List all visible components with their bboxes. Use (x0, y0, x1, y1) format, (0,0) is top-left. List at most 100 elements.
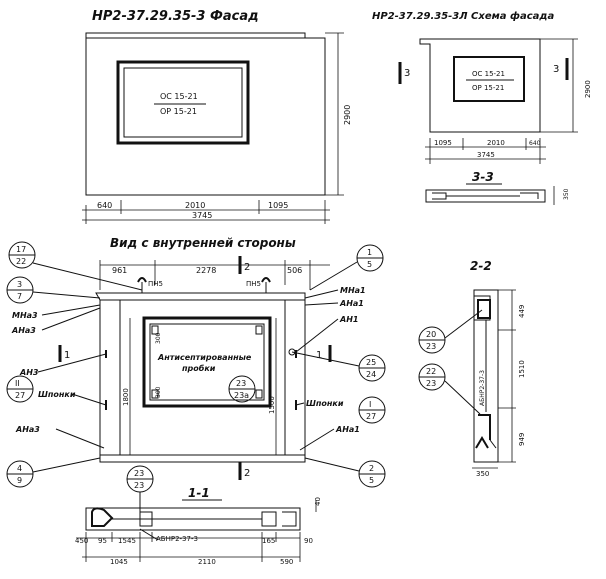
facade-height-dim: 2900 (343, 105, 352, 125)
svg-text:5: 5 (367, 260, 372, 269)
svg-text:27: 27 (366, 412, 376, 421)
inner-dim-open-top: 300 (155, 332, 162, 344)
callout-II-27: II 27 (6, 375, 34, 403)
s11-dim-2110: 2110 (198, 558, 216, 566)
inner-mark-1-left: 1 (64, 350, 70, 361)
svg-text:3: 3 (17, 280, 22, 289)
section-2-2-dim-width: 350 (476, 470, 489, 478)
svg-text:22: 22 (426, 367, 436, 376)
s11-dim-40: 40 (314, 497, 322, 506)
callout-1-5: 1 5 (309, 244, 384, 291)
facade-dim-left: 640 (97, 201, 112, 210)
section-2-2-tag: АБНР2-37-3 (479, 370, 486, 406)
scheme-dim-right: 640 (529, 140, 541, 147)
facade-view: ОС 15-21 ОР 15-21 (85, 32, 326, 196)
facade-dim-total: 3745 (192, 211, 212, 220)
svg-text:I: I (369, 400, 371, 409)
antiseptic-label: Антисептированные (157, 353, 252, 362)
svg-text:23: 23 (426, 342, 436, 351)
section-2-2-dim-mid: 1510 (518, 360, 526, 378)
s11-dim-590: 590 (280, 558, 293, 566)
scheme-dim-mid: 2010 (487, 139, 505, 147)
inner-opening (142, 316, 272, 408)
callout-23-23a: 23 23а (228, 375, 256, 403)
svg-text:23: 23 (134, 469, 144, 478)
facade-window (116, 60, 250, 145)
svg-text:2: 2 (369, 464, 374, 473)
svg-text:24: 24 (366, 370, 376, 379)
section-1-1-title: 1-1 (188, 486, 210, 500)
svg-text:1: 1 (367, 248, 372, 257)
facade-dim-right: 1095 (268, 201, 288, 210)
inner-mark-2-bottom: 2 (244, 468, 250, 479)
shponki-right-label: Шпонки (306, 399, 344, 408)
scheme-title: НР2-37.29.35-3Л Схема фасада (372, 10, 554, 22)
facade-window-label-bottom: ОР 15-21 (160, 107, 197, 116)
svg-text:23а: 23а (234, 391, 249, 400)
callout-2-5: 2 5 (304, 457, 386, 488)
section-3-3-dim: 350 (563, 188, 570, 200)
s11-dim-95: 95 (98, 537, 107, 545)
inner-dim-left: 961 (112, 266, 127, 275)
inner-mark-1-right: 1 (316, 350, 322, 361)
callout-4-9: 4 9 (6, 457, 101, 488)
inner-dim-h-right: 1500 (268, 396, 276, 414)
inner-dim-mid: 2278 (196, 266, 216, 275)
s11-dim-45: 45 (127, 537, 136, 545)
svg-text:25: 25 (366, 358, 376, 367)
callout-25-24: 25 24 (291, 351, 386, 382)
callout-22-23: 22 23 (418, 363, 481, 415)
plugs-label: пробки (182, 363, 216, 373)
section-2-2-dim-top: 449 (518, 305, 526, 318)
section-1-1-tag: АБНР2-37-3 (156, 535, 198, 543)
scheme-window-label-bottom: ОР 15-21 (472, 84, 504, 92)
facade-dim-mid: 2010 (185, 201, 205, 210)
s11-dim-165: 165 (262, 537, 275, 545)
svg-text:5: 5 (369, 476, 374, 485)
section-2-2-dim-bot: 949 (518, 433, 526, 446)
inner-panel (95, 277, 306, 463)
svg-text:7: 7 (17, 292, 22, 301)
item-ana3-bot: АНа3 (15, 425, 40, 434)
svg-text:4: 4 (17, 464, 22, 473)
svg-text:23: 23 (236, 379, 246, 388)
section-2-2-profile (473, 289, 499, 463)
facade-window-label-top: ОС 15-21 (160, 92, 198, 101)
section-1-1-profile (85, 507, 301, 531)
scheme-dim-left: 1095 (434, 139, 452, 147)
callout-20-23: 20 23 (418, 309, 483, 354)
inner-dim-h-left: 1800 (122, 388, 130, 406)
callout-17-22: 17 22 (8, 241, 143, 291)
scheme-window-label-top: ОС 15-21 (472, 70, 505, 78)
callout-3-7: 3 7 (6, 276, 101, 304)
item-an3: АН3 (19, 368, 39, 377)
s11-dim-90: 90 (304, 537, 313, 545)
svg-text:22: 22 (16, 257, 26, 266)
inner-dim-right: 506 (287, 266, 302, 275)
item-ana1-bot: АНа1 (335, 425, 360, 434)
scheme-dim-total: 3745 (477, 151, 495, 159)
scheme-mark-3-right: 3 (553, 64, 559, 75)
item-an1: АН1 (339, 315, 358, 324)
callout-23-23: 23 23 (126, 465, 154, 512)
section-3-3-profile (425, 189, 546, 203)
inner-mark-2-top: 2 (244, 262, 250, 273)
pn5-left-label: ПН5 (148, 280, 163, 288)
s11-dim-450: 450 (75, 537, 88, 545)
s11-dim-1045: 1045 (110, 558, 128, 566)
item-ana1-top: АНа1 (339, 299, 364, 308)
svg-text:II: II (15, 379, 20, 388)
svg-text:27: 27 (15, 391, 25, 400)
svg-text:20: 20 (426, 330, 436, 339)
scheme-mark-3-left: 3 (404, 68, 410, 79)
scheme-view: ОС 15-21 ОР 15-21 (419, 38, 541, 133)
section-2-2-title: 2-2 (470, 259, 492, 273)
svg-text:9: 9 (17, 476, 22, 485)
inner-dim-open-bot: 300 (155, 386, 162, 398)
item-mna1: МНа1 (340, 286, 366, 295)
svg-text:23: 23 (134, 481, 144, 490)
item-ana3-top: АНа3 (11, 326, 36, 335)
facade-title: НР2-37.29.35-3 Фасад (92, 9, 259, 24)
shponki-left-label: Шпонки (38, 390, 76, 399)
